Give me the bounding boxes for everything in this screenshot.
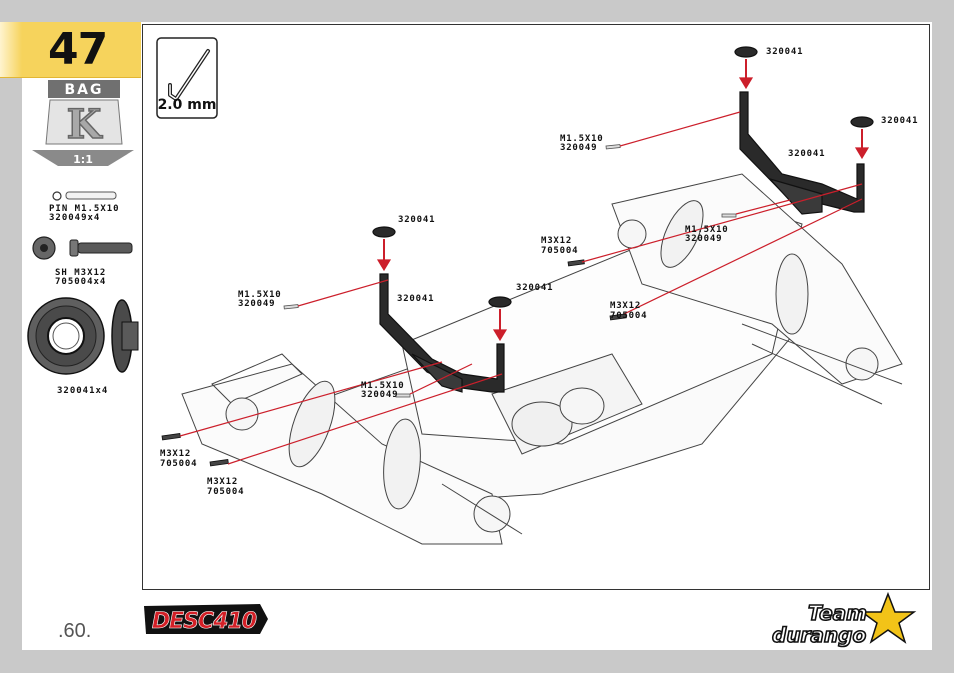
rear-pin-code: 320049 (560, 143, 598, 153)
rear-cap-label-right: 320041 (881, 116, 919, 126)
rear-pin2-code: 320049 (685, 234, 723, 244)
rear-mount-label: 320041 (788, 149, 826, 159)
durango-logo-text: durango (772, 623, 866, 647)
bag-label-bar (48, 80, 120, 98)
bag-label: BAG (65, 82, 104, 98)
front-mount-label: 320041 (397, 294, 435, 304)
hex-wrench-icon: 2.0 mm (156, 37, 218, 119)
front-screw-left-name: M3X12 (160, 449, 192, 459)
part-screw-code: 705004x4 (55, 277, 107, 287)
front-screw-right-name: M3X12 (207, 477, 239, 487)
pin-icon (52, 191, 117, 201)
part-mount-code: 320041x4 (57, 386, 109, 396)
mount-cap-icon (27, 297, 139, 375)
bag-scale: 1:1 (73, 153, 93, 166)
rear-pin2-name: M1.5X10 (685, 225, 729, 235)
front-pin-name: M1.5X10 (238, 290, 282, 300)
desc410-logo-text: DESC410 (152, 609, 257, 634)
bag-k-icon: BAG K 1:1 (32, 80, 134, 166)
bag-letter: K (67, 101, 103, 148)
bag-body (45, 99, 123, 145)
rear-pin-name: M1.5X10 (560, 134, 604, 144)
screw-icon (32, 236, 133, 260)
front-pin-code: 320049 (238, 299, 276, 309)
front-screw-right-code: 705004 (207, 487, 245, 497)
rear-screw-right-code: 705004 (610, 311, 648, 321)
part-screw-name: SH M3X12 (55, 268, 107, 278)
part-pin-code: 320049x4 (49, 213, 101, 223)
part-pin-name: PIN M1.5X10 (49, 204, 120, 214)
page-number: .60. (58, 620, 92, 642)
desc410-logo: DESC410 (144, 604, 268, 634)
team-logo-text: Team (808, 601, 867, 625)
team-durango-logo: Team durango (771, 591, 917, 648)
rear-screw-left-name: M3X12 (541, 236, 573, 246)
step-number: 47 (48, 24, 108, 75)
front-screw-left-code: 705004 (160, 459, 198, 469)
front-cap-label-left: 320041 (398, 215, 436, 225)
chassis-drawing (161, 46, 903, 545)
tool-size: 2.0 mm (158, 97, 217, 113)
rear-cap-label-top: 320041 (766, 47, 804, 57)
front-pin2-name: M1.5X10 (361, 381, 405, 391)
step-number-box (0, 22, 141, 78)
front-cap-label-right: 320041 (516, 283, 554, 293)
rear-screw-left-code: 705004 (541, 246, 579, 256)
bag-scale-bar (32, 150, 134, 166)
front-pin2-code: 320049 (361, 390, 399, 400)
rear-screw-right-name: M3X12 (610, 301, 642, 311)
